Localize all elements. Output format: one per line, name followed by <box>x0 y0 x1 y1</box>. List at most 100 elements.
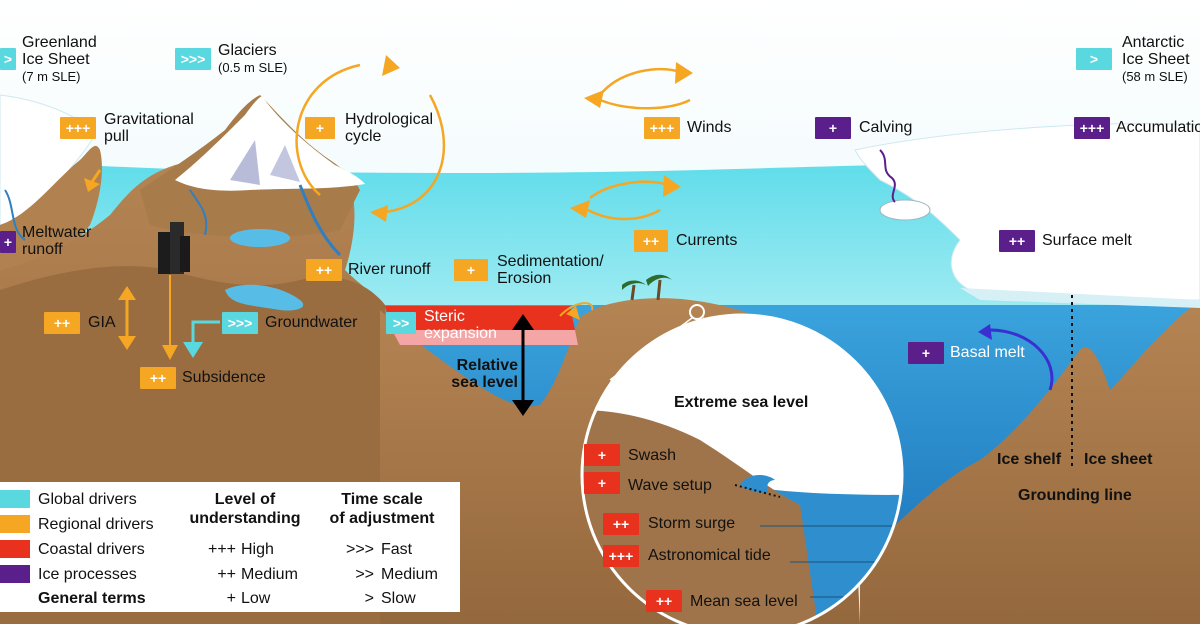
relative-sea-level-label: Relative sea level <box>450 357 518 391</box>
legend-timescale-medium: Medium <box>381 566 438 583</box>
legend-understanding-medium-symbol: ++ <box>217 566 236 583</box>
mean-sea-level-label: Mean sea level <box>690 593 798 610</box>
glaciers-label: Glaciers (0.5 m SLE) <box>218 42 287 76</box>
legend-global: Global drivers <box>38 491 137 508</box>
legend-timescale-slow: Slow <box>381 590 416 607</box>
legend-swatch-global <box>0 490 30 508</box>
greenland-name-2: Ice Sheet <box>22 51 90 68</box>
legend-swatch-regional <box>0 515 30 533</box>
sedimentation-badge: + <box>454 259 488 281</box>
astronomical-tide-badge: +++ <box>603 545 639 567</box>
right-land <box>860 300 1200 624</box>
mean-sea-level-badge: ++ <box>646 590 682 612</box>
timescale-title-2: of adjustment <box>329 510 435 527</box>
currents-badge: ++ <box>634 230 668 252</box>
currents-label: Currents <box>676 232 738 249</box>
legend-understanding-low-symbol: + <box>226 590 236 607</box>
relative-sea-level-line-1: Relative <box>456 357 518 374</box>
groundwater-label: Groundwater <box>265 314 358 331</box>
river-runoff-badge: ++ <box>306 259 342 281</box>
legend-swatch-coastal <box>0 540 30 558</box>
legend-understanding-title: Level of understanding <box>185 490 305 528</box>
legend-timescale-fast-symbol: >>> <box>345 541 374 558</box>
meltwater-line-1: Meltwater <box>22 224 92 241</box>
legend-swatch-ice <box>0 565 30 583</box>
basal-melt-badge: + <box>908 342 944 364</box>
legend-regional: Regional drivers <box>38 516 154 533</box>
gravitational-pull-line-1: Gravitational <box>104 111 194 128</box>
sedimentation-line-2: Erosion <box>497 270 552 287</box>
legend-understanding-high-symbol: +++ <box>207 541 236 558</box>
greenland-label: Greenland Ice Sheet (7 m SLE) <box>22 34 97 85</box>
understanding-title-1: Level of <box>214 491 276 508</box>
gravitational-pull-line-2: pull <box>104 128 129 145</box>
legend-timescale-title: Time scale of adjustment <box>318 490 446 528</box>
legend-timescale-medium-symbol: >> <box>355 566 374 583</box>
astronomical-tide-label: Astronomical tide <box>648 547 771 564</box>
legend-coastal: Coastal drivers <box>38 541 145 558</box>
steric-line-2: expansion <box>424 325 497 342</box>
swash-badge: + <box>584 444 620 466</box>
legend-understanding-low: Low <box>241 590 271 607</box>
grounding-line-label: Grounding line <box>1018 487 1132 504</box>
timescale-title-1: Time scale <box>341 491 423 508</box>
meltwater-runoff-badge: + <box>0 231 16 253</box>
understanding-title-2: understanding <box>189 510 301 527</box>
lake <box>230 229 290 247</box>
antarctic-badge: > <box>1076 48 1112 70</box>
glaciers-badge: >>> <box>175 48 211 70</box>
legend-timescale-slow-symbol: > <box>364 590 374 607</box>
steric-label: Steric expansion <box>424 308 497 342</box>
wave-setup-label: Wave setup <box>628 477 712 494</box>
gravitational-pull-badge: +++ <box>60 117 96 139</box>
legend-ice: Ice processes <box>38 566 137 583</box>
surface-melt-badge: ++ <box>999 230 1035 252</box>
hydrological-cycle-line-1: Hydrological <box>345 111 434 128</box>
legend: Global drivers Regional drivers Coastal … <box>0 482 460 612</box>
legend-understanding-medium: Medium <box>241 566 298 583</box>
accumulation-badge: +++ <box>1074 117 1110 139</box>
ice-sheet-label: Ice sheet <box>1084 451 1153 468</box>
calving-label: Calving <box>859 119 913 136</box>
steric-line-1: Steric <box>424 308 465 325</box>
iceberg <box>879 199 931 221</box>
meltwater-runoff-label: Meltwater runoff <box>22 224 91 258</box>
greenland-sle: (7 m SLE) <box>22 69 81 84</box>
legend-general-terms: General terms <box>38 590 146 607</box>
legend-understanding-high: High <box>241 541 274 558</box>
gia-badge: ++ <box>44 312 80 334</box>
subsidence-label: Subsidence <box>182 369 266 386</box>
basal-melt-label: Basal melt <box>950 344 1025 361</box>
antarctic-label: Antarctic Ice Sheet (58 m SLE) <box>1122 34 1190 85</box>
accumulation-label: Accumulation <box>1116 119 1200 136</box>
legend-timescale-fast: Fast <box>381 541 413 558</box>
relative-sea-level-line-2: sea level <box>451 374 518 391</box>
groundwater-badge: >>> <box>222 312 258 334</box>
glaciers-sle: (0.5 m SLE) <box>218 60 288 75</box>
greenland-name-1: Greenland <box>22 34 97 51</box>
steric-badge: >> <box>386 312 416 334</box>
storm-surge-badge: ++ <box>603 513 639 535</box>
ice-shelf-label: Ice shelf <box>997 451 1062 468</box>
swash-label: Swash <box>628 447 677 464</box>
antarctic-name-1: Antarctic <box>1122 34 1185 51</box>
wave-setup-badge: + <box>584 472 620 494</box>
palm-trees <box>622 274 672 301</box>
meltwater-line-2: runoff <box>22 241 63 258</box>
sedimentation-label: Sedimentation/ Erosion <box>497 253 604 287</box>
mountain-snow <box>175 96 365 191</box>
sedimentation-line-1: Sedimentation/ <box>497 253 604 270</box>
surface-melt-label: Surface melt <box>1042 232 1132 249</box>
calving-badge: + <box>815 117 851 139</box>
hydrological-cycle-label: Hydrological cycle <box>345 111 433 145</box>
winds-badge: +++ <box>644 117 680 139</box>
glaciers-name: Glaciers <box>218 42 277 59</box>
subsidence-badge: ++ <box>140 367 176 389</box>
hydrological-cycle-line-2: cycle <box>345 128 382 145</box>
greenland-badge: > <box>0 48 16 70</box>
antarctic-sle: (58 m SLE) <box>1122 69 1188 84</box>
winds-label: Winds <box>687 119 732 136</box>
gia-label: GIA <box>88 314 116 331</box>
hydrological-cycle-badge: + <box>305 117 335 139</box>
